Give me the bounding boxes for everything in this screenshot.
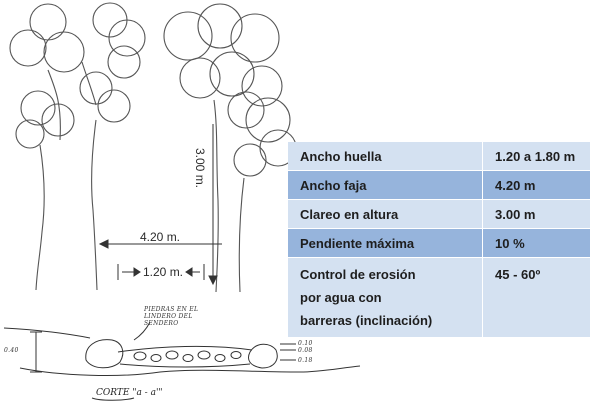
- left-tree-trunk: [35, 61, 98, 291]
- row-label: Ancho faja: [288, 170, 483, 200]
- trail-spec-table: Ancho huella 1.20 a 1.80 m Ancho faja 4.…: [288, 142, 590, 338]
- section-dim-right-3: 0.18: [298, 357, 313, 364]
- width-dimension-label: 4.20 m.: [140, 230, 181, 244]
- dimension-lines: [98, 124, 222, 286]
- right-tree-trunk: [213, 99, 245, 293]
- row-label: Pendiente máxima: [288, 228, 483, 258]
- row-value: 4.20 m: [482, 170, 590, 200]
- row-label: Ancho huella: [288, 142, 483, 171]
- track-dimension-label: 1.20 m.: [143, 265, 184, 279]
- row-label-line: por agua con: [300, 290, 382, 305]
- section-depth-label: 0.40: [4, 347, 19, 354]
- section-dim-right-1: 0.10: [298, 340, 313, 347]
- section-dim-right-2: 0.08: [298, 347, 313, 354]
- row-label: Clareo en altura: [288, 199, 483, 229]
- height-dimension-label: 3.00 m.: [193, 148, 207, 189]
- row-value-line: 45 - 60º: [495, 267, 541, 282]
- left-tree-canopy: [9, 2, 146, 149]
- table-row: Clareo en altura 3.00 m: [288, 199, 590, 229]
- section-caption: CORTE "a - a'": [96, 388, 163, 398]
- section-note-label: PIEDRAS EN EL LINDERO DEL SENDERO: [144, 306, 199, 327]
- table-row: Pendiente máxima 10 %: [288, 228, 590, 258]
- right-tree-canopy: [163, 3, 297, 177]
- row-label-line: Control de erosión: [300, 267, 416, 282]
- row-label: Control de erosión por agua con barreras…: [288, 257, 483, 338]
- table-row: Ancho huella 1.20 a 1.80 m: [288, 142, 590, 171]
- row-value: 3.00 m: [482, 199, 590, 229]
- row-value: 45 - 60º: [482, 257, 590, 338]
- row-label-line: barreras (inclinación): [300, 313, 433, 328]
- row-value: 10 %: [482, 228, 590, 258]
- row-value: 1.20 a 1.80 m: [482, 142, 590, 171]
- table-row: Ancho faja 4.20 m: [288, 170, 590, 200]
- table-row: Control de erosión por agua con barreras…: [288, 257, 590, 338]
- cross-section-sketch: [3, 321, 361, 401]
